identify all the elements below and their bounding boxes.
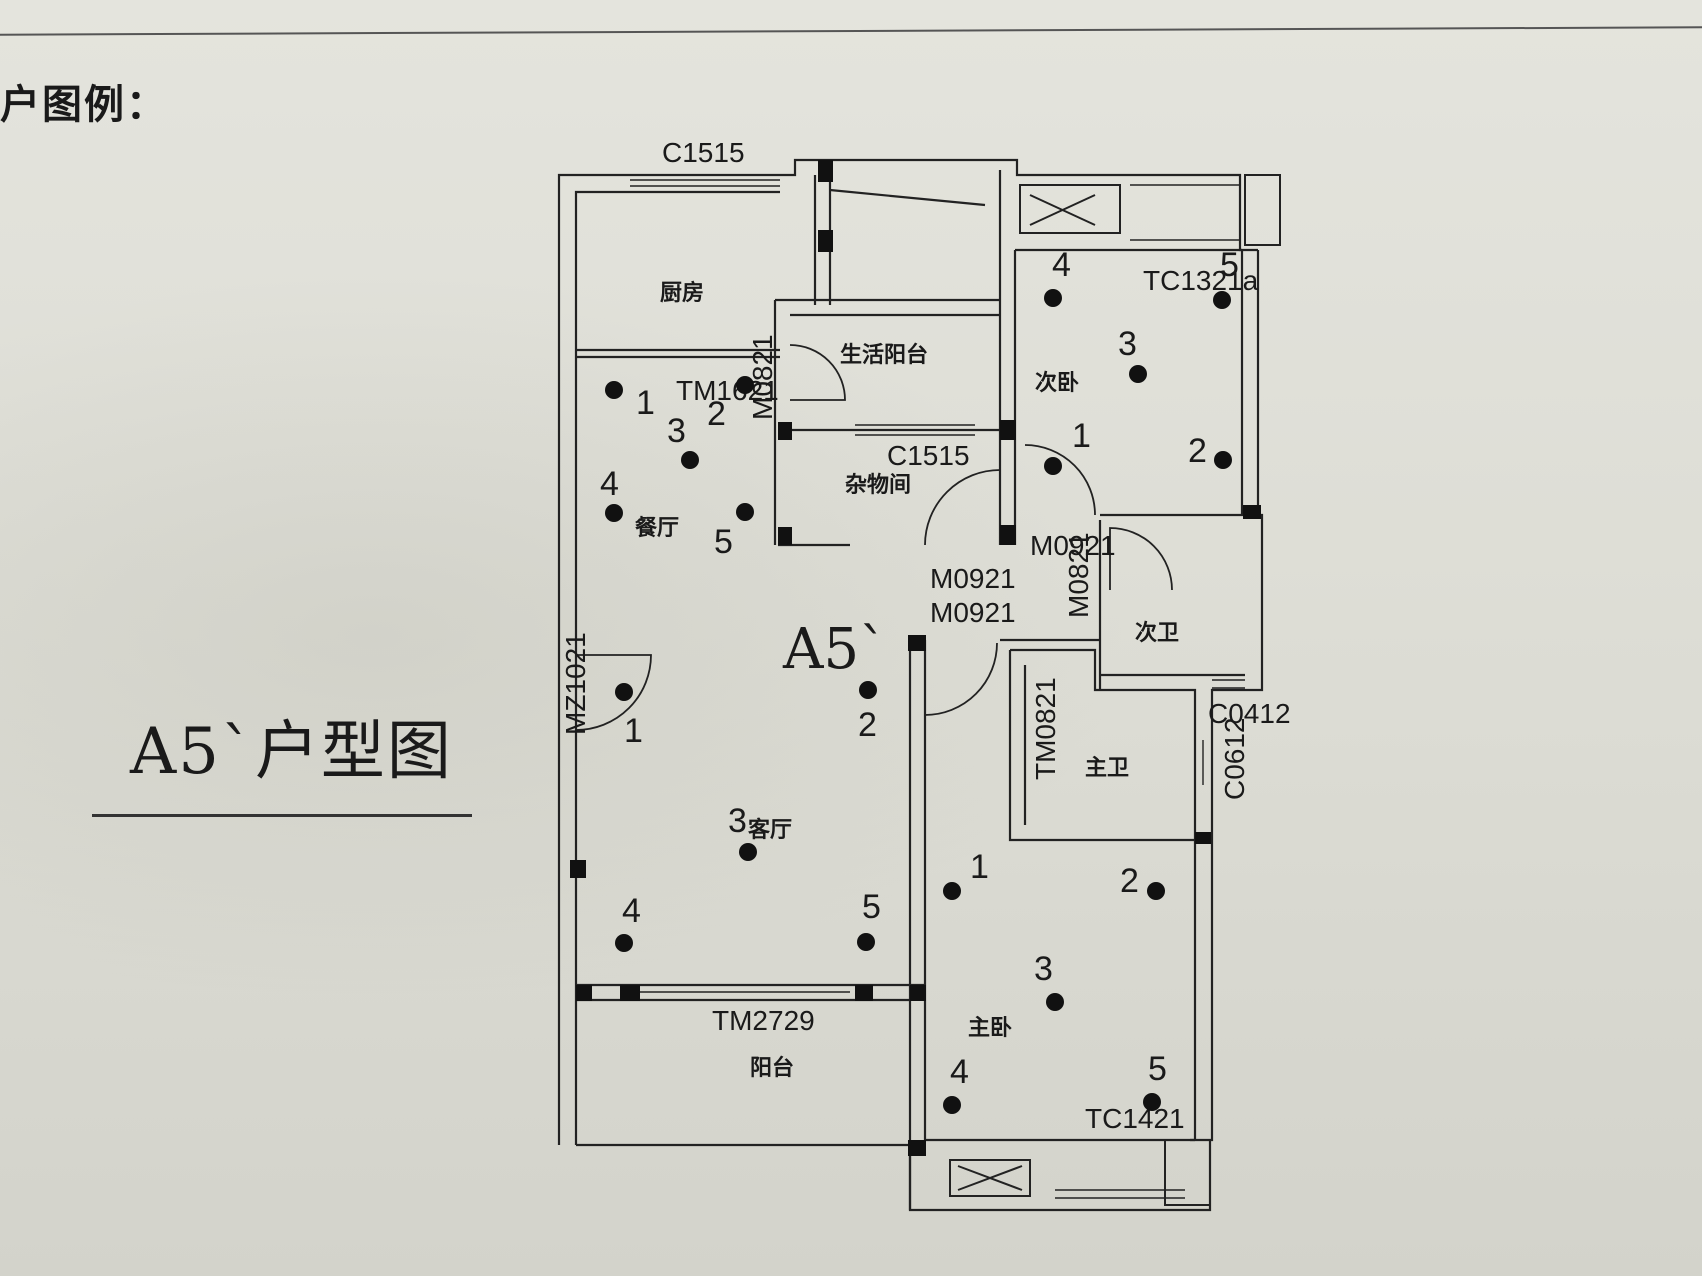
door-storage <box>924 469 1001 546</box>
code-c0612: C0612 <box>1219 717 1250 800</box>
dining-point-2: 2 <box>707 395 726 433</box>
dining-point-3: 3 <box>667 412 686 450</box>
master-point-4: 4 <box>950 1053 969 1091</box>
ac-unit-top <box>1019 184 1121 234</box>
unit-label: A5` <box>782 617 887 682</box>
room-master-bath: 主卫 <box>1085 756 1129 781</box>
outer-wall-right <box>1190 250 1264 1142</box>
code-c0412: C0412 <box>1208 698 1291 729</box>
code-c1515-top: C1515 <box>662 137 745 168</box>
living-point-4: 4 <box>622 892 641 930</box>
column-blocks <box>570 160 1261 1156</box>
door-entry <box>575 654 652 731</box>
bedroom2-point-2: 2 <box>1188 432 1207 470</box>
master-point-2: 2 <box>1120 862 1139 900</box>
code-tm0821: TM0821 <box>1030 677 1061 780</box>
living-point-5: 5 <box>862 888 881 926</box>
code-m0921-c: M0921 <box>930 597 1016 628</box>
master-point-5: 5 <box>1148 1050 1167 1088</box>
ac-units <box>949 174 1281 1206</box>
room-storage: 杂物间 <box>845 472 911 498</box>
code-mz1021: MZ1021 <box>560 632 591 735</box>
code-m0821-service: M0821 <box>747 334 778 420</box>
code-m0921-b: M0921 <box>930 563 1016 594</box>
dining-point-5: 5 <box>714 523 733 561</box>
code-c1515-storage: C1515 <box>887 440 970 471</box>
code-tc1421: TC1421 <box>1085 1103 1185 1134</box>
fixture-dots <box>605 289 1232 1114</box>
bedroom2-point-3: 3 <box>1118 325 1137 363</box>
room-master-bedroom: 主卧 <box>968 1016 1012 1041</box>
code-tm1621: TM1621 <box>676 375 779 406</box>
bedroom2-point-4: 4 <box>1052 246 1071 284</box>
inner-wall-left <box>574 190 780 1145</box>
living-point-2: 2 <box>858 706 877 744</box>
plan-title: A5`户型图 <box>130 715 453 789</box>
living-point-1: 1 <box>624 712 643 750</box>
bedroom2-point-5: 5 <box>1220 246 1239 284</box>
door-master <box>924 642 998 716</box>
dining-point-4: 4 <box>600 465 619 503</box>
bedroom2-point-1: 1 <box>1072 417 1091 455</box>
room-dining: 餐厅 <box>635 516 679 541</box>
master-point-3: 3 <box>1034 950 1053 988</box>
door-second-bedroom <box>1024 444 1096 516</box>
master-point-1: 1 <box>970 848 989 886</box>
room-living: 客厅 <box>748 817 792 843</box>
legend-label: 户图例： <box>0 82 168 128</box>
dining-point-1: 1 <box>636 384 655 422</box>
windows <box>630 179 1245 1199</box>
code-m0821-bath: M0821 <box>1063 532 1094 618</box>
code-tm2729: TM2729 <box>712 1005 815 1036</box>
door-second-bath <box>1109 527 1173 591</box>
walls <box>557 158 1264 1212</box>
code-tc1321a: TC1321a <box>1143 265 1259 296</box>
living-point-3: 3 <box>728 802 747 840</box>
room-balcony: 阳台 <box>750 1055 794 1081</box>
room-second-bath: 次卫 <box>1135 620 1179 646</box>
room-kitchen: 厨房 <box>660 280 704 306</box>
outer-wall-top <box>557 158 1258 1145</box>
door-swings <box>575 344 1173 731</box>
title-underline <box>92 814 472 817</box>
ac-unit-bottom <box>949 1159 1031 1197</box>
room-second-bedroom: 次卧 <box>1035 370 1079 396</box>
room-service-balcony: 生活阳台 <box>840 342 928 368</box>
door-m0821-service <box>789 344 846 401</box>
code-m0921-a: M0921 <box>1030 530 1116 561</box>
